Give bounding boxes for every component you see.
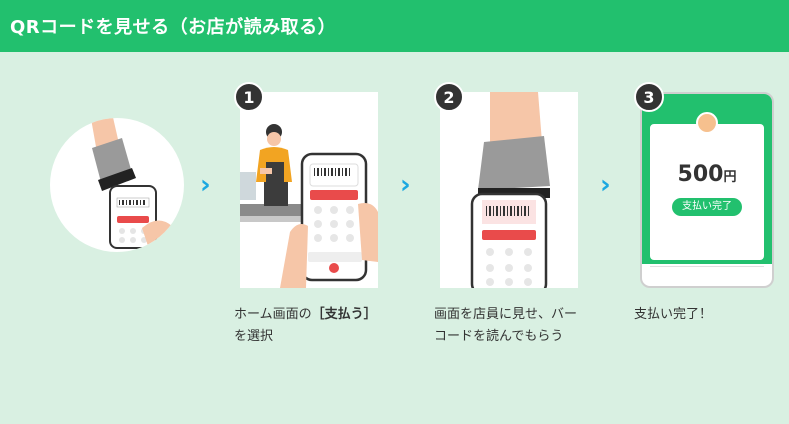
step-1-illustration — [240, 92, 378, 288]
section-header: QRコードを見せる（お店が読み取る） — [0, 0, 789, 52]
scan-barcode-icon — [470, 92, 550, 288]
step-3-illustration: 500円 支払い完了 — [640, 92, 778, 288]
complete-card: 500円 支払い完了 — [650, 124, 764, 260]
step-3-caption-text: 支払い完了！ — [634, 307, 713, 322]
step-1-caption: ホーム画面の［支払う］ を選択 — [234, 304, 384, 348]
step-1-caption-text: ホーム画面の — [234, 307, 312, 322]
step-2-caption-text: 画面を店員に見せ、バーコードを読んでもらう — [434, 307, 578, 344]
status-badge: 支払い完了 — [672, 198, 742, 216]
step-3-number: 3 — [643, 87, 655, 107]
step-1-badge: 1 — [234, 82, 264, 112]
pay-button-label: ［支払う］ — [311, 307, 377, 322]
step-3-caption: 支払い完了！ — [634, 304, 784, 326]
chevron-right-icon: › — [400, 170, 411, 200]
amount-value: 500 — [677, 162, 724, 187]
lower-card — [650, 266, 764, 286]
step-2-caption: 画面を店員に見せ、バーコードを読んでもらう — [434, 304, 584, 348]
chevron-right-icon: › — [200, 170, 211, 200]
step-3-badge: 3 — [634, 82, 664, 112]
chevron-right-icon: › — [600, 170, 611, 200]
amount-currency: 円 — [723, 170, 737, 185]
step-2-illustration — [440, 92, 578, 288]
step-2-number: 2 — [443, 87, 455, 107]
step-1-number: 1 — [243, 87, 255, 107]
amount-row: 500円 — [650, 162, 764, 187]
step-2-badge: 2 — [434, 82, 464, 112]
scanner-phone-icon — [90, 118, 184, 252]
section-title: QRコードを見せる（お店が読み取る） — [10, 17, 337, 38]
status-text: 支払い完了 — [682, 201, 732, 212]
cashier-phone-icon — [240, 124, 378, 288]
step-1-caption-suffix: を選択 — [234, 329, 274, 344]
avatar — [696, 112, 718, 134]
intro-scanner-illustration — [50, 118, 184, 252]
